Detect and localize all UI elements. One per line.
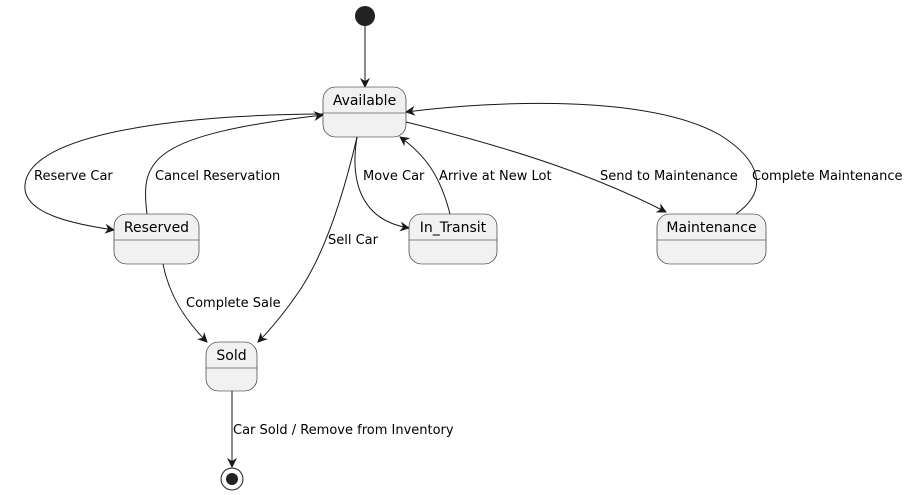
- initial-state-node: [355, 6, 375, 26]
- label-complete-maintenance: Complete Maintenance: [752, 169, 903, 184]
- label-complete-sale: Complete Sale: [186, 296, 281, 311]
- state-reserved-label: Reserved: [124, 220, 189, 236]
- label-reserve-car: Reserve Car: [34, 169, 113, 184]
- label-arrive-new-lot: Arrive at New Lot: [439, 169, 552, 184]
- label-sell-car: Sell Car: [328, 233, 379, 248]
- edge-complete-maintenance: [405, 102, 757, 215]
- edge-complete-sale: [162, 263, 208, 343]
- state-in-transit: In_Transit: [408, 213, 498, 265]
- label-cancel-reservation: Cancel Reservation: [155, 169, 280, 184]
- state-maintenance-label: Maintenance: [666, 220, 756, 236]
- state-available: Available: [322, 86, 407, 138]
- final-state-inner: [226, 473, 238, 485]
- edge-cancel-reservation: [144, 111, 324, 215]
- label-move-car: Move Car: [363, 169, 425, 184]
- state-sold: Sold: [205, 341, 258, 392]
- state-available-label: Available: [333, 93, 396, 109]
- edge-reserve-car: [24, 113, 324, 234]
- state-reserved: Reserved: [113, 213, 200, 265]
- label-car-sold-remove: Car Sold / Remove from Inventory: [233, 423, 454, 438]
- edge-move-car: [354, 136, 410, 232]
- edge-sell-car: [257, 136, 358, 343]
- edge-send-to-maintenance: [405, 121, 667, 213]
- state-in-transit-label: In_Transit: [420, 220, 487, 236]
- edge-arrive-new-lot: [399, 136, 451, 215]
- state-maintenance: Maintenance: [656, 213, 767, 265]
- label-send-to-maintenance: Send to Maintenance: [600, 169, 738, 184]
- state-sold-label: Sold: [216, 348, 246, 364]
